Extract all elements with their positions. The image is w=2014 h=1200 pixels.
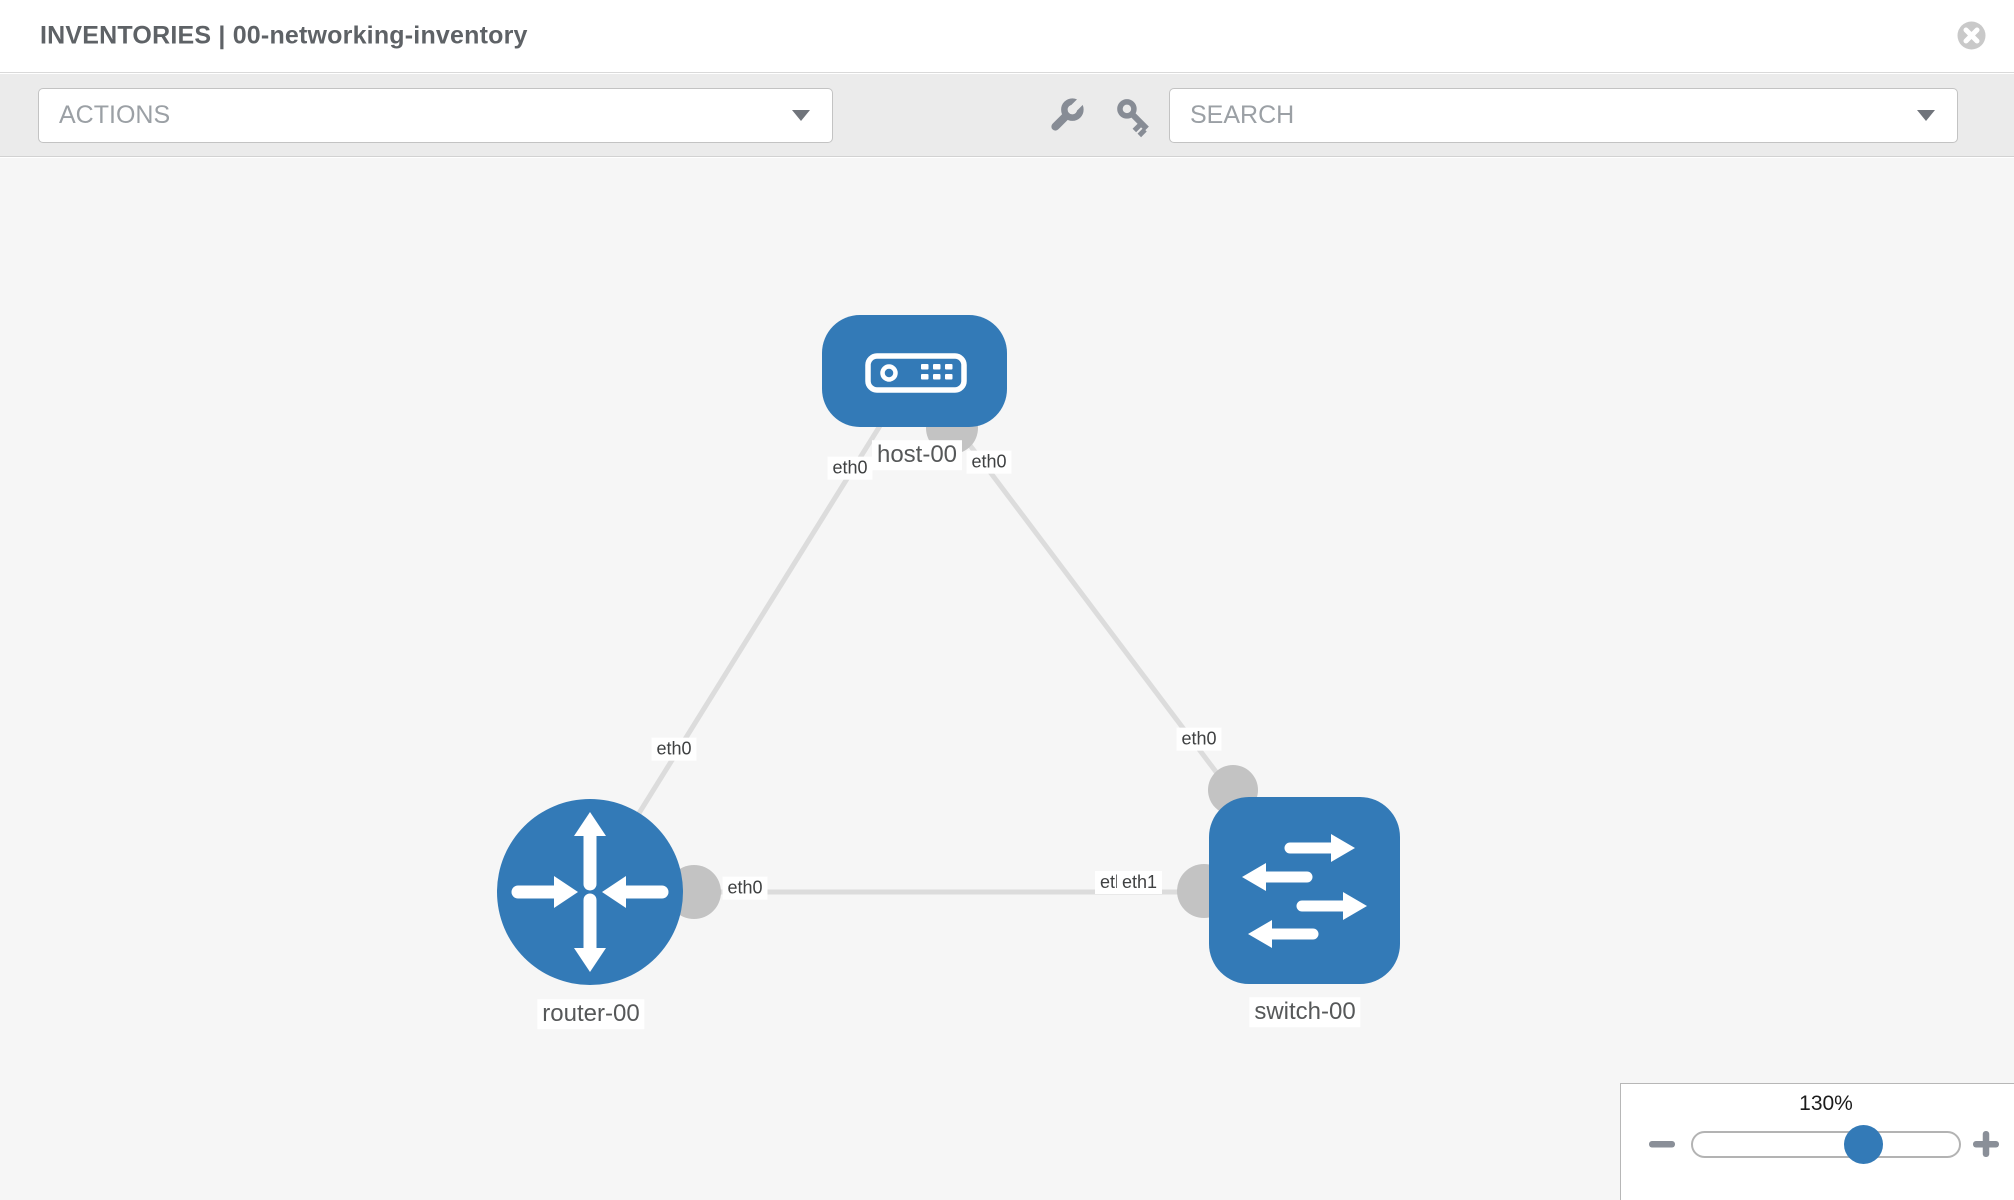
- topology-canvas[interactable]: eth0 eth0 host-00 eth0 eth0 eth0 eth0 et…: [0, 158, 2014, 1200]
- zoom-in-button[interactable]: [1969, 1127, 2003, 1161]
- interface-label: eth0: [722, 876, 768, 900]
- close-icon: [1957, 21, 1986, 50]
- search-dropdown-label: SEARCH: [1190, 101, 1295, 129]
- interface-label: eth0: [827, 456, 873, 480]
- node-label-host: host-00: [871, 440, 963, 470]
- page-title: INVENTORIES | 00-networking-inventory: [40, 21, 528, 50]
- interface-label: eth0: [1176, 727, 1222, 751]
- key-icon: [1116, 98, 1149, 137]
- actions-dropdown-label: ACTIONS: [59, 101, 171, 129]
- toolbar: ACTIONS SEARC: [0, 74, 2014, 157]
- zoom-panel: 130%: [1620, 1083, 2014, 1200]
- configure-button[interactable]: [1038, 88, 1093, 143]
- zoom-out-button[interactable]: [1645, 1127, 1679, 1161]
- search-dropdown[interactable]: SEARCH: [1169, 88, 1958, 143]
- node-switch[interactable]: [1209, 797, 1400, 984]
- credentials-button[interactable]: [1106, 88, 1161, 143]
- router-icon: [511, 812, 669, 972]
- header-bar: INVENTORIES | 00-networking-inventory: [0, 0, 2014, 73]
- zoom-slider-track[interactable]: [1691, 1131, 1961, 1158]
- interface-label: eth1: [1117, 871, 1163, 894]
- node-router[interactable]: [497, 799, 683, 985]
- minus-icon: [1649, 1141, 1675, 1148]
- zoom-level-value: 130%: [1799, 1092, 1853, 1115]
- interface-label: eth0: [651, 737, 697, 761]
- node-host[interactable]: [822, 315, 1007, 427]
- interface-label: eth0: [966, 450, 1012, 474]
- chevron-down-icon: [1917, 110, 1935, 121]
- node-label-router: router-00: [537, 999, 645, 1029]
- plus-icon: [1973, 1131, 1999, 1157]
- wrench-icon: [1050, 97, 1084, 131]
- switch-icon: [1242, 834, 1367, 948]
- close-button[interactable]: [1957, 21, 1986, 50]
- zoom-slider-thumb[interactable]: [1844, 1125, 1883, 1164]
- host-icon: [865, 353, 967, 393]
- node-label-switch: switch-00: [1249, 997, 1361, 1027]
- actions-dropdown[interactable]: ACTIONS: [38, 88, 833, 143]
- chevron-down-icon: [792, 110, 810, 121]
